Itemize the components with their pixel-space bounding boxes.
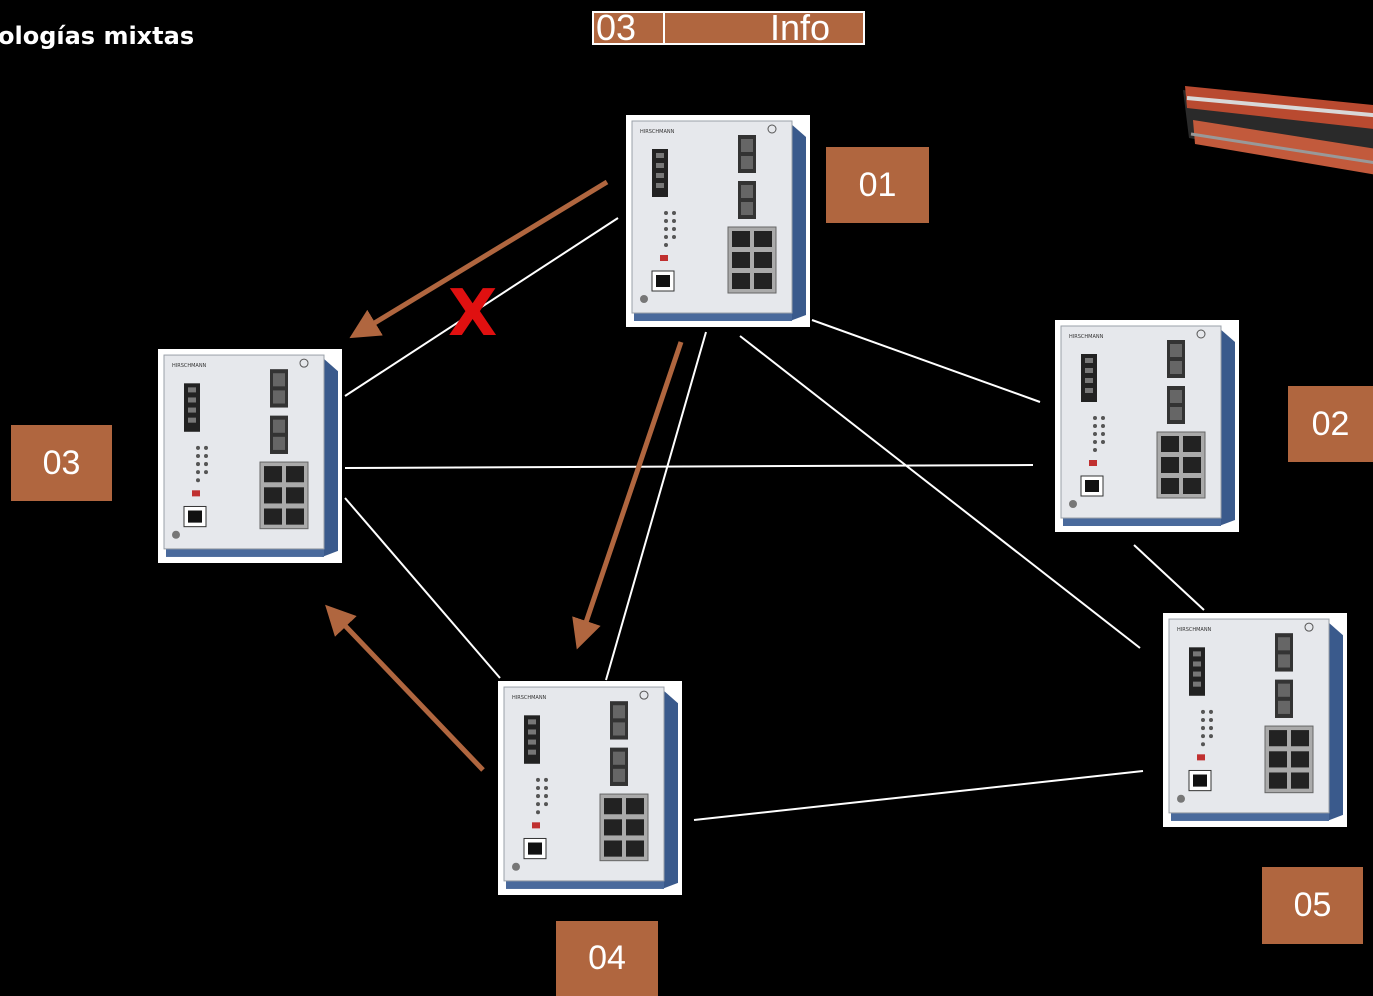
link-03-02 xyxy=(344,464,1034,469)
info-divider xyxy=(663,13,665,43)
info-label: Info xyxy=(770,7,831,48)
node-label-01: 01 xyxy=(826,147,929,223)
info-number: 03 xyxy=(596,7,637,48)
link-failure-marker: X xyxy=(448,277,498,351)
node-label-05: 05 xyxy=(1262,867,1363,944)
link-01-05 xyxy=(739,335,1141,649)
link-01-03 xyxy=(344,217,619,397)
node-label-04: 04 xyxy=(556,921,658,996)
arrow-01-to-03 xyxy=(349,179,609,339)
arrow-04-to-03 xyxy=(325,604,485,772)
node-label-03: 03 xyxy=(11,425,112,501)
link-01-02 xyxy=(811,319,1041,403)
info-tab[interactable]: 03 Info xyxy=(592,7,865,48)
link-03-04 xyxy=(344,497,501,679)
link-04-05 xyxy=(693,770,1144,821)
fiber-cable-image xyxy=(1183,86,1373,175)
link-01-04 xyxy=(605,331,707,681)
node-label-02: 02 xyxy=(1288,386,1373,462)
arrow-01-to-04 xyxy=(572,341,684,650)
slide-title: ologías mixtas xyxy=(0,22,195,50)
link-02-05 xyxy=(1133,544,1205,611)
